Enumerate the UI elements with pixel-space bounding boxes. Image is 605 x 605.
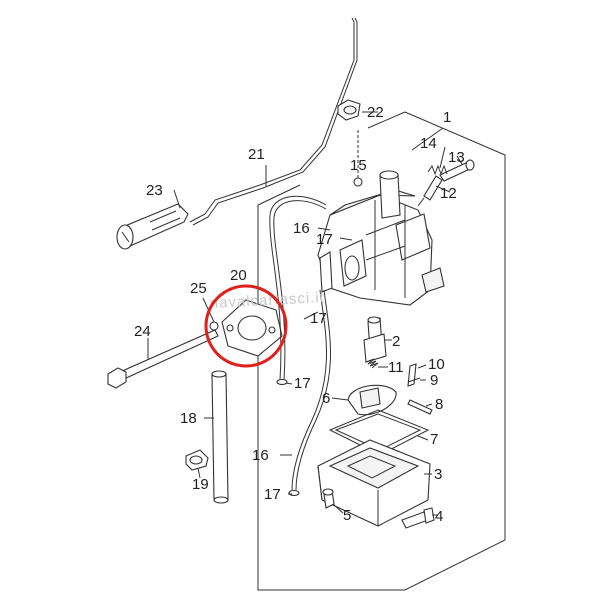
callout-20: 20 — [230, 267, 247, 284]
callout-13: 13 — [448, 149, 465, 166]
part-8-float-pin — [407, 399, 433, 415]
callout-15: 15 — [350, 157, 367, 174]
part-15-screw — [353, 130, 363, 187]
leader-lines — [147, 111, 463, 516]
part-16-hose-lower — [291, 289, 331, 491]
part-2-fitting — [363, 316, 387, 363]
part-9-pin — [407, 377, 421, 383]
callout-17-d: 17 — [264, 486, 281, 503]
callout-8: 8 — [435, 396, 443, 413]
callout-18: 18 — [180, 410, 197, 427]
callout-17-c: 17 — [294, 375, 311, 392]
part-16-hose-upper — [269, 195, 327, 381]
callout-25: 25 — [190, 280, 207, 297]
callout-11: 11 — [388, 359, 404, 376]
watermark: navalcartasci.it — [209, 289, 325, 312]
part-20-gasket — [221, 299, 283, 357]
highlight-circle — [204, 284, 288, 368]
callout-1: 1 — [443, 109, 451, 126]
part-22-clip — [337, 99, 361, 121]
callout-14: 14 — [420, 135, 437, 152]
callout-19: 19 — [192, 476, 209, 493]
callout-2: 2 — [392, 333, 400, 350]
callout-16-lower: 16 — [252, 447, 269, 464]
callout-22: 22 — [367, 104, 384, 121]
part-23-knob — [116, 203, 189, 250]
part-3-float-bowl — [317, 439, 431, 527]
callout-4: 4 — [435, 508, 443, 525]
callout-17-b: 17 — [310, 310, 327, 327]
part-12-screw — [417, 175, 443, 207]
part-11-spring — [365, 358, 379, 369]
part-4-drain-screw — [401, 507, 435, 529]
callout-17-a: 17 — [316, 231, 333, 248]
callout-12: 12 — [440, 185, 457, 202]
part-24-bolt — [107, 329, 219, 389]
callout-24: 24 — [134, 323, 151, 340]
part-21-rod — [189, 17, 358, 226]
callout-6: 6 — [322, 390, 330, 407]
part-1-carburetor-body — [317, 170, 445, 306]
part-19-clip — [185, 449, 209, 471]
part-6-float — [347, 384, 397, 416]
assembly-outline — [257, 111, 506, 591]
callout-21: 21 — [248, 146, 265, 163]
callout-23: 23 — [146, 182, 163, 199]
callout-16-upper: 16 — [293, 220, 310, 237]
callout-5: 5 — [343, 507, 351, 524]
part-14-spring — [427, 164, 448, 176]
part-13-screw — [439, 159, 475, 182]
part-5-screw — [322, 488, 335, 509]
callout-labels: 1 2 3 4 5 6 7 8 9 10 11 12 13 14 15 16 1… — [134, 104, 465, 525]
callout-7: 7 — [430, 431, 438, 448]
callout-3: 3 — [434, 466, 442, 483]
callout-9: 9 — [430, 372, 438, 389]
part-18-tube — [211, 370, 229, 504]
part-17-clips — [276, 378, 300, 497]
part-10-needle — [407, 363, 417, 387]
callout-10: 10 — [428, 356, 445, 373]
